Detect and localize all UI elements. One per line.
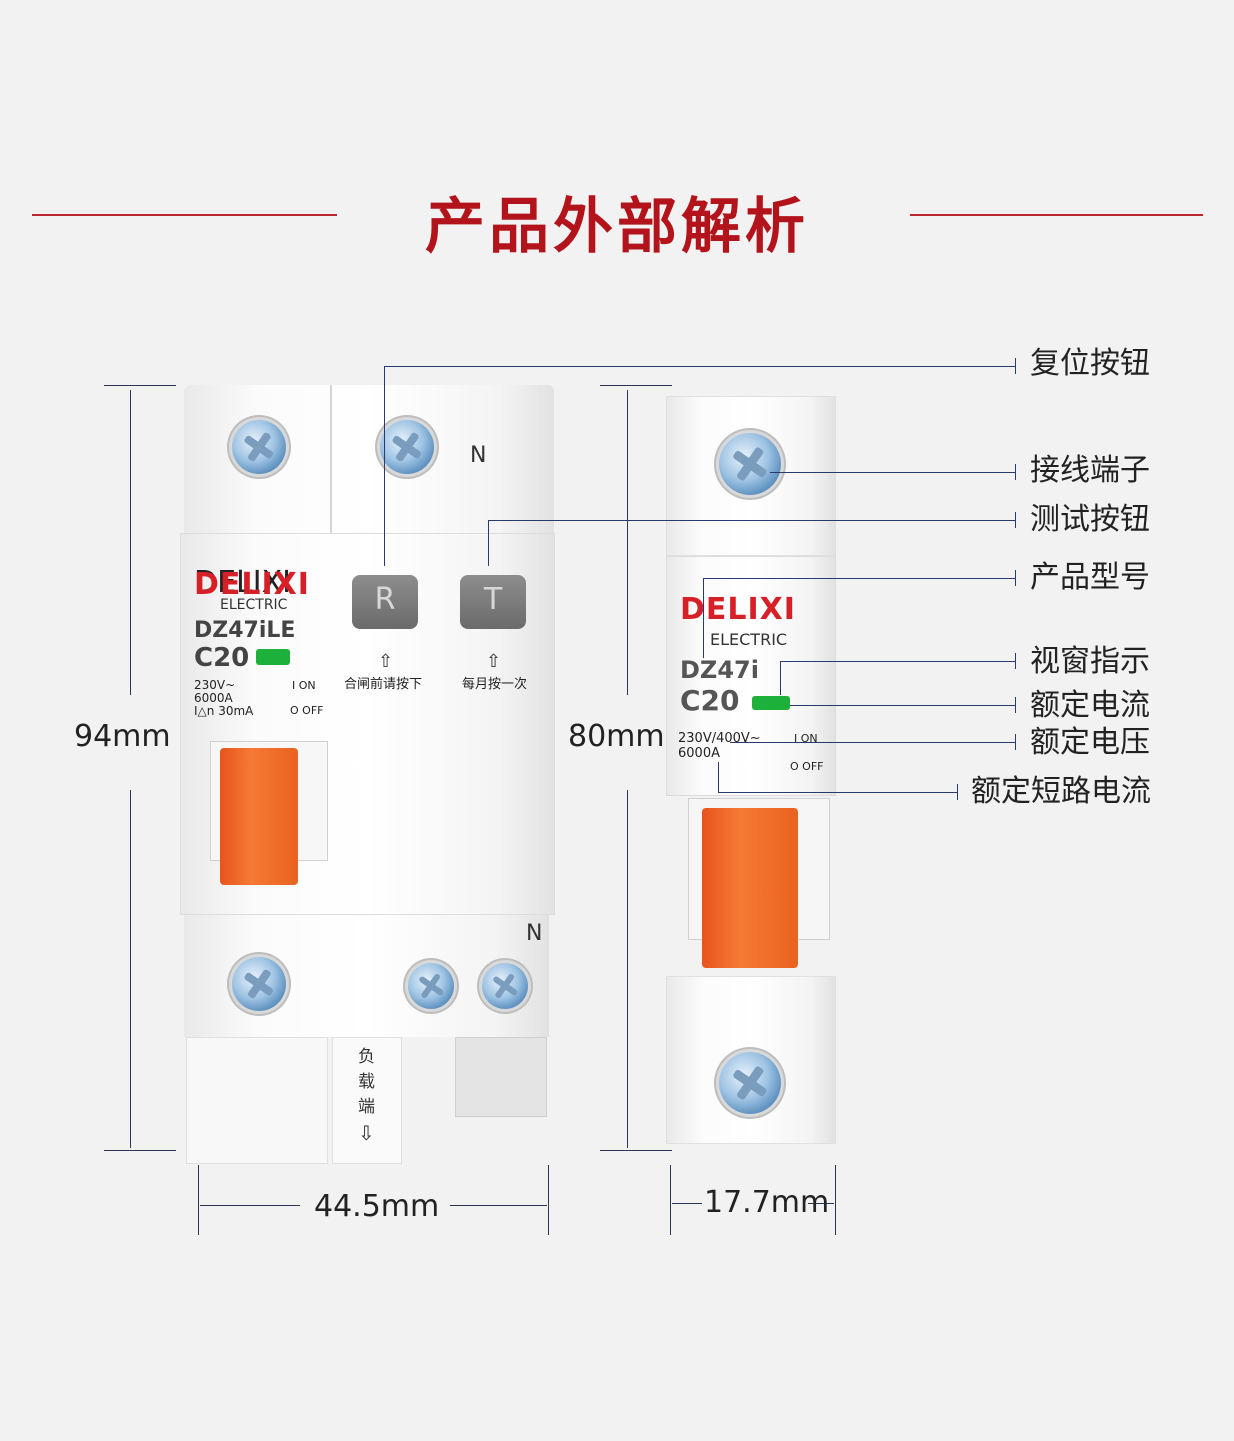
test-hint: 每月按一次 — [462, 677, 528, 692]
leader-end — [1015, 358, 1016, 374]
terminal-screw-icon — [232, 957, 286, 1011]
reset-hint: 合闸前请按下 — [344, 677, 423, 692]
left-width-label: 44.5mm — [314, 1189, 440, 1224]
spec-voltage: 230V~ — [194, 678, 236, 692]
leader-line — [718, 792, 958, 793]
right-width-label: 17.7mm — [704, 1185, 830, 1220]
brand-sub: ELECTRIC — [220, 597, 288, 613]
off-label: O OFF — [790, 760, 824, 773]
terminal-screw-icon — [408, 963, 454, 1009]
dim-line — [450, 1205, 547, 1206]
load-label-block — [332, 1037, 402, 1164]
terminal-screw-icon — [719, 1052, 781, 1114]
dim-line — [130, 790, 131, 1148]
leader-end — [957, 784, 958, 800]
leader-line — [780, 661, 1016, 662]
leader-end — [1015, 697, 1016, 713]
leader-line — [780, 661, 781, 695]
terminal-screw-icon — [482, 963, 528, 1009]
neutral-load-tab — [455, 1037, 547, 1117]
rating-label: C20 — [194, 643, 250, 673]
dim-tick — [548, 1165, 549, 1235]
leader-line — [703, 578, 1016, 579]
right-height-label: 80mm — [568, 719, 665, 754]
model-label: DZ47i — [680, 656, 759, 684]
callout-short-circuit: 额定短路电流 — [971, 774, 1151, 809]
terminal-screw-icon — [719, 433, 781, 495]
leader-line — [790, 705, 1016, 706]
spec-voltage: 230V/400V~ — [678, 731, 761, 746]
on-label: I ON — [292, 679, 316, 692]
dim-tick — [600, 385, 672, 386]
indicator-window — [752, 696, 790, 710]
dim-tick — [835, 1165, 836, 1235]
leader-end — [1015, 570, 1016, 586]
dim-line — [200, 1205, 300, 1206]
left-load-body — [186, 1037, 328, 1164]
test-button[interactable]: T — [460, 575, 526, 629]
callout-reset-button: 复位按钮 — [1030, 346, 1150, 381]
title-rule-right — [910, 214, 1203, 216]
arrow-up-icon: ⇧ — [378, 651, 394, 672]
dim-tick — [104, 385, 176, 386]
leader-line — [384, 366, 1016, 367]
right-breaker: DELIXI ELECTRIC DZ47i C20 230V/400V~ 600… — [666, 396, 838, 1146]
brand-logo: DELIXI — [194, 565, 292, 600]
on-label: I ON — [794, 732, 818, 745]
leader-line — [730, 742, 1016, 743]
load-label: 负载端 — [358, 1047, 375, 1117]
arrow-up-icon: ⇧ — [486, 651, 502, 672]
spec-breaking: 6000A — [678, 746, 720, 761]
spec-breaking: 6000A — [194, 691, 233, 705]
left-breaker: N DELIXI DELIXI ELECTRIC DZ47iLE C20 230… — [180, 385, 555, 1175]
leader-line — [703, 578, 704, 658]
off-label: O OFF — [290, 704, 324, 717]
terminal-screw-icon — [380, 420, 434, 474]
terminal-screw-icon — [232, 420, 286, 474]
left-handle[interactable] — [220, 748, 298, 885]
dim-line — [627, 390, 628, 695]
dim-tick — [670, 1165, 671, 1235]
leader-end — [1015, 734, 1016, 750]
page-title: 产品外部解析 — [425, 192, 809, 262]
leader-line — [770, 472, 1016, 473]
right-front-panel — [666, 556, 836, 796]
leader-end — [1015, 512, 1016, 528]
leader-end — [1015, 653, 1016, 669]
title-rule-left — [32, 214, 337, 216]
dim-tick — [104, 1150, 176, 1151]
leader-line — [488, 520, 1016, 521]
dim-tick — [198, 1165, 199, 1235]
brand-sub: ELECTRIC — [710, 630, 788, 649]
leader-line — [488, 520, 489, 566]
leader-line — [384, 366, 385, 566]
left-height-label: 94mm — [74, 719, 171, 754]
callout-window: 视窗指示 — [1030, 644, 1150, 679]
callout-model: 产品型号 — [1030, 560, 1150, 595]
dim-line — [627, 790, 628, 1148]
dim-line — [130, 390, 131, 695]
brand-logo-text: DELIXI — [680, 592, 796, 627]
leader-line — [718, 762, 719, 792]
callout-terminal: 接线端子 — [1030, 453, 1150, 488]
indicator-window — [256, 649, 290, 665]
dim-line — [672, 1203, 702, 1204]
arrow-down-icon: ⇩ — [358, 1121, 375, 1145]
neutral-bottom-label: N — [526, 921, 543, 946]
brand-logo-text: DELIXI — [194, 567, 310, 602]
right-handle[interactable] — [702, 808, 798, 968]
dim-line — [808, 1203, 834, 1204]
leader-end — [1015, 464, 1016, 480]
model-label: DZ47iLE — [194, 618, 296, 643]
dim-tick — [600, 1150, 672, 1151]
reset-button[interactable]: R — [352, 575, 418, 629]
rating-label: C20 — [680, 684, 740, 717]
neutral-top-label: N — [470, 443, 487, 468]
callout-rated-current: 额定电流 — [1030, 688, 1150, 723]
callout-test-button: 测试按钮 — [1030, 502, 1150, 537]
spec-residual: I△n 30mA — [194, 704, 254, 718]
callout-rated-voltage: 额定电压 — [1030, 725, 1150, 760]
